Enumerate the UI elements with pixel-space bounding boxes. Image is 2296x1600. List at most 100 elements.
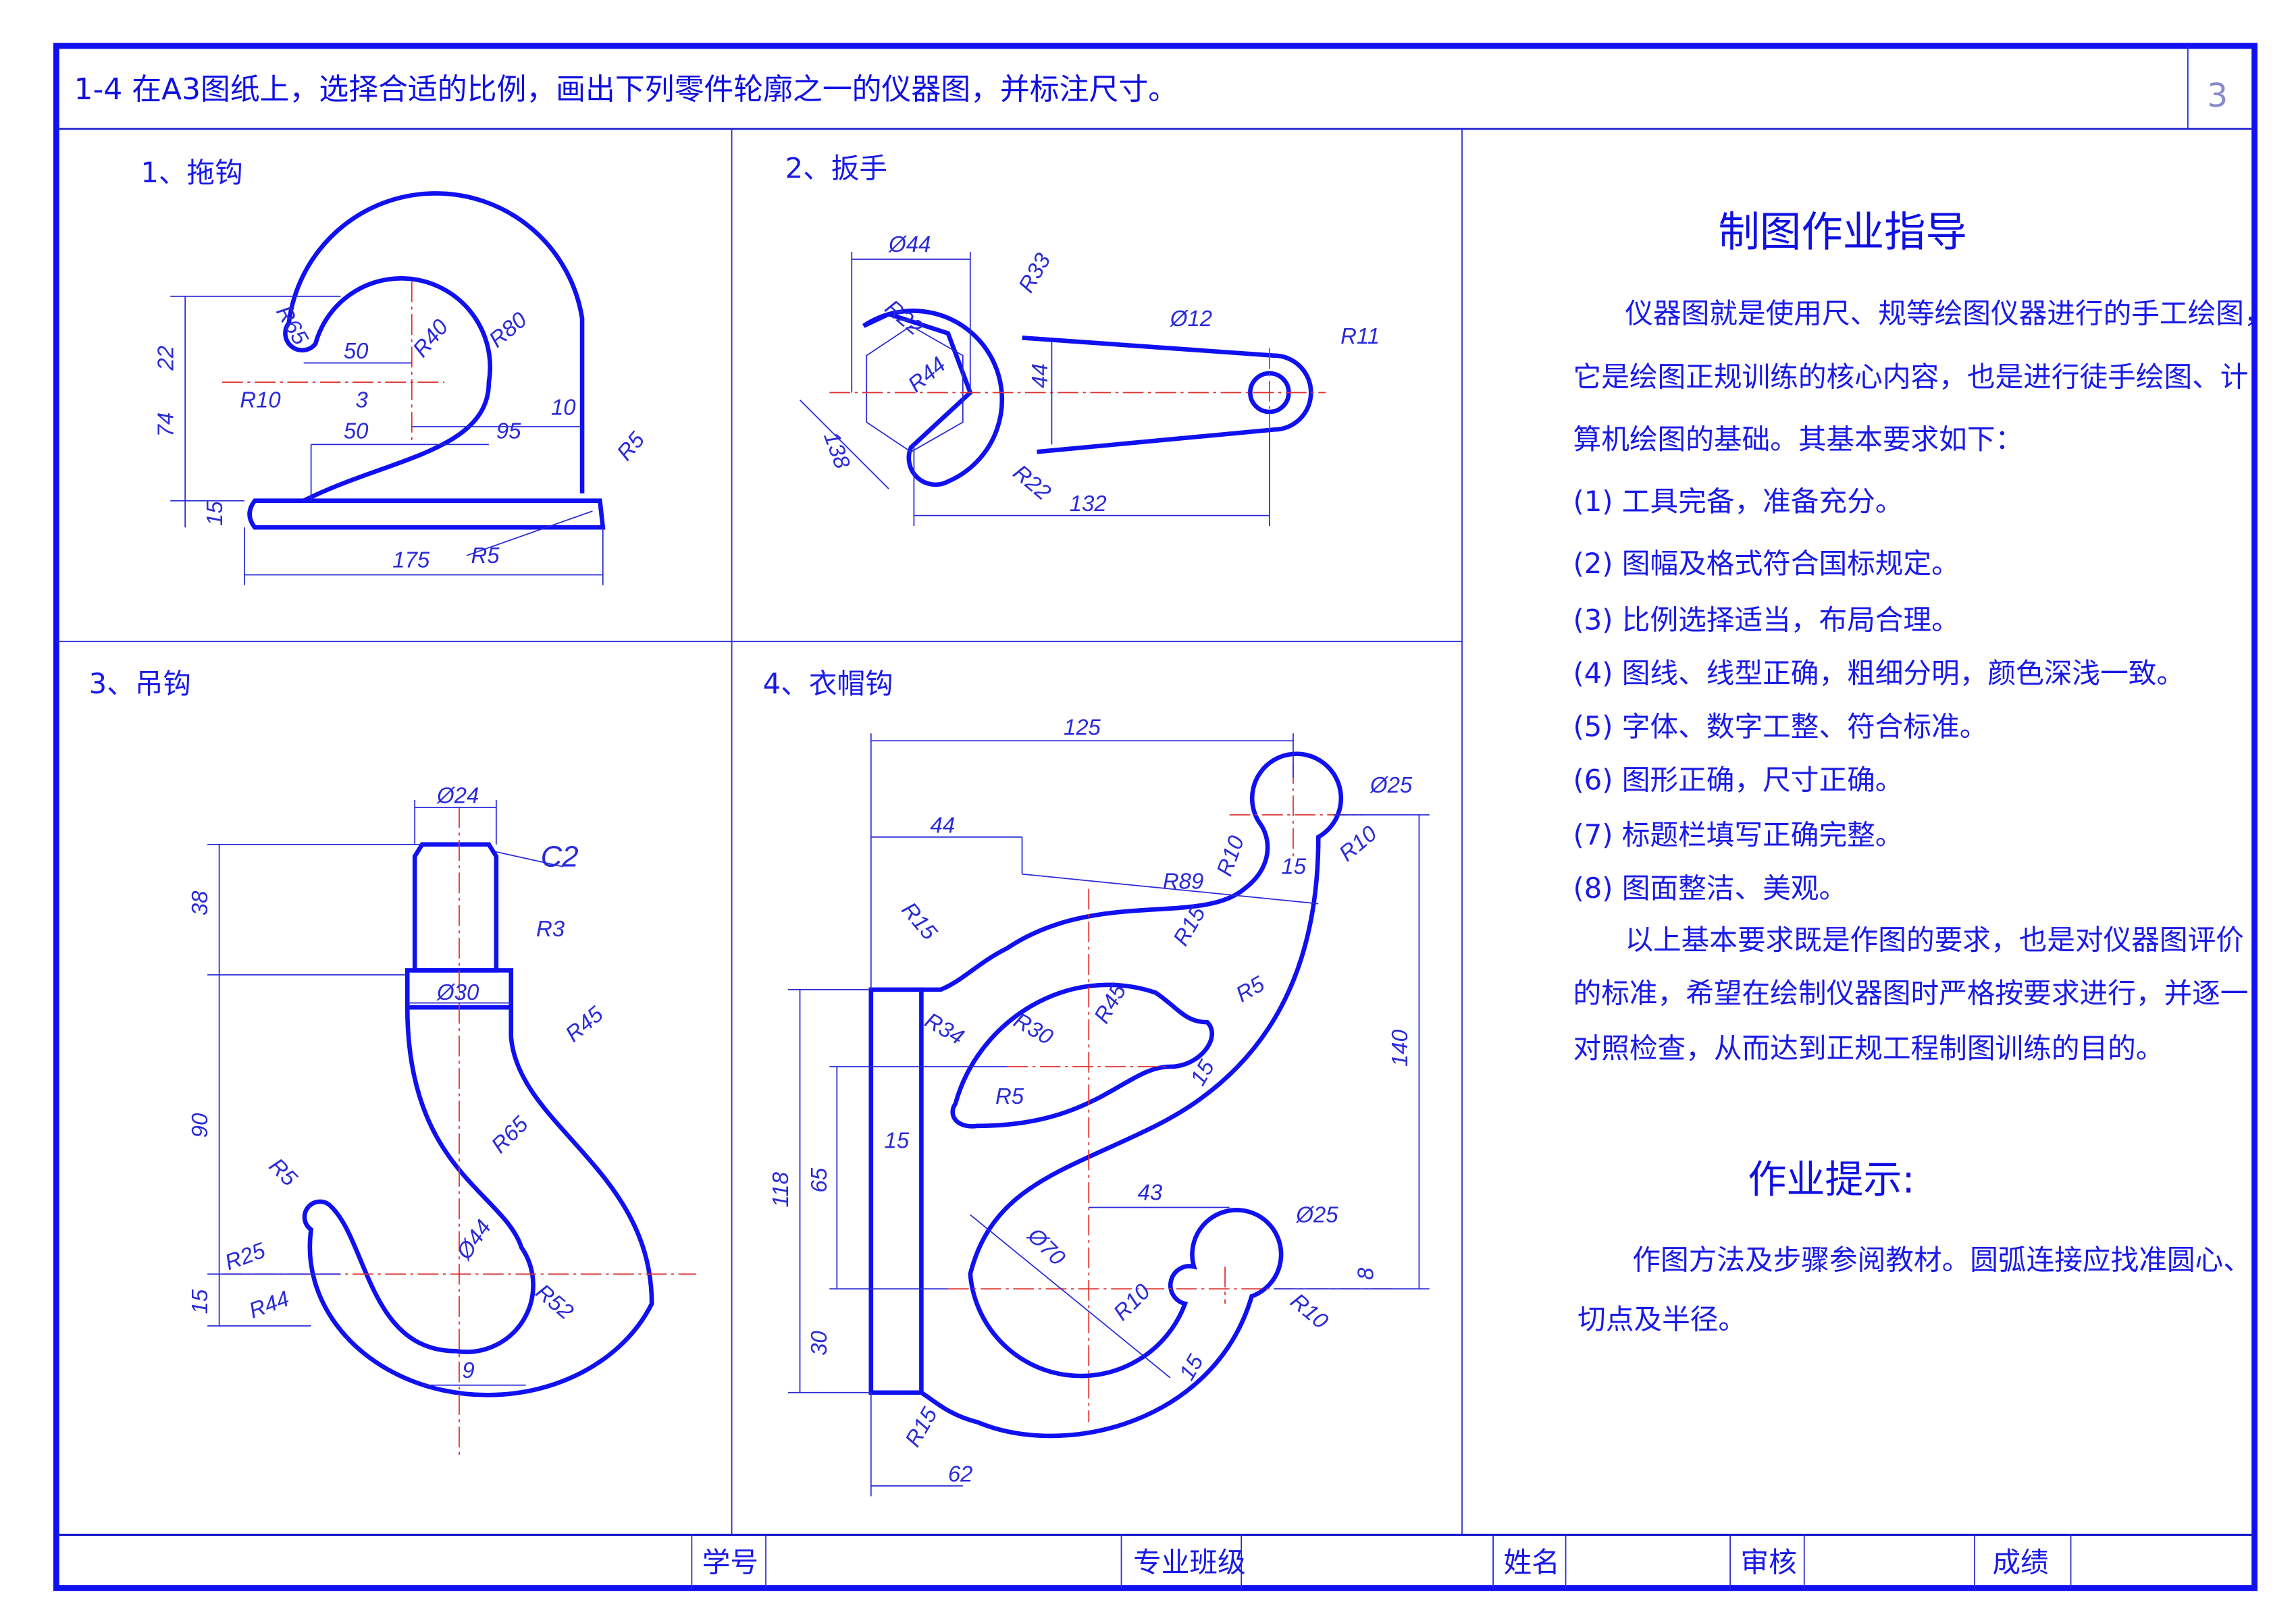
dimension-label: 15 xyxy=(187,1289,212,1314)
title-block-dividers xyxy=(691,1535,2072,1589)
tips-title: 作业提示: xyxy=(1748,1158,1914,1202)
dimension-label: R34 xyxy=(920,1007,968,1049)
dimension-label: R65 xyxy=(486,1111,533,1158)
dimension-label: 118 xyxy=(768,1171,793,1207)
dimension-label: R40 xyxy=(408,314,454,362)
dimension-label: 38 xyxy=(187,890,212,915)
dimension-label: 10 xyxy=(551,394,576,419)
guide-item: (1) 工具完备，准备充分。 xyxy=(1573,485,1904,518)
dimension-label: 对照检查，从而达到正规工程制图训练的目的。 xyxy=(1573,1032,2164,1065)
dimension-label: 以上基本要求既是作图的要求，也是对仪器图评价 xyxy=(1625,924,2244,957)
dimension-label: 62 xyxy=(948,1461,973,1486)
dimension-label: 65 xyxy=(806,1167,831,1192)
assignment-title: 1-4 在A3图纸上，选择合适的比例，画出下列零件轮廓之一的仪器图，并标注尺寸。 xyxy=(74,72,1178,107)
dimension-label: 它是绘图正规训练的核心内容，也是进行徒手绘图、计 xyxy=(1573,361,2249,394)
dimension-label: 132 xyxy=(1070,491,1107,516)
review-label: 审核 xyxy=(1740,1545,1796,1578)
dimension-label: R25 xyxy=(221,1237,269,1275)
dimension-label: R89 xyxy=(1163,869,1203,894)
guide-item: (6) 图形正确，尺寸正确。 xyxy=(1573,764,1904,797)
dimension-label: 44 xyxy=(931,812,956,837)
dimension-label: Ø30 xyxy=(436,980,479,1005)
dimension-label: Ø25 xyxy=(1295,1202,1338,1227)
dimension-label: R5 xyxy=(471,543,500,568)
dimension-label: 138 xyxy=(819,429,856,473)
dimension-label: R52 xyxy=(531,1279,579,1324)
dimension-label: 3 xyxy=(355,387,367,412)
dimension-label: R33 xyxy=(1013,248,1055,296)
panel-label-wrench: 2、扳手 xyxy=(785,151,888,184)
guide-item: (7) 标题栏填写正确完整。 xyxy=(1573,818,1904,851)
dimension-label: 的标准，希望在绘制仪器图时严格按要求进行，并逐一 xyxy=(1573,977,2249,1010)
dimension-label: 9 xyxy=(462,1358,474,1383)
dimension-label: R15 xyxy=(900,1403,943,1451)
dimension-label: R22 xyxy=(881,294,928,340)
title-block: 学号 专业班级 姓名 审核 成绩 xyxy=(702,1545,2049,1578)
dimension-label: R80 xyxy=(484,306,532,352)
dimension-label: Ø44 xyxy=(888,232,931,257)
dimension-label: R44 xyxy=(903,352,950,397)
dimension-label: 15 xyxy=(202,501,227,526)
dimension-label: 90 xyxy=(187,1113,212,1138)
dimension-label: R45 xyxy=(560,1001,608,1047)
dimension-label: R10 xyxy=(240,387,281,412)
dimension-label: R5 xyxy=(1232,971,1270,1007)
dimension-label: 74 xyxy=(153,412,178,437)
dimension-label: 算机绘图的基础。其基本要求如下： xyxy=(1573,423,2024,456)
dimension-label: 50 xyxy=(344,338,369,363)
dimension-label: R5 xyxy=(612,427,650,465)
coat-hook-drawing: 125 Ø25 44 R10 15 R10 R89 R15 R15 R5 140… xyxy=(768,714,1430,1497)
guide-item: (5) 字体、数字工整、符合标准。 xyxy=(1573,710,1988,743)
dimension-label: R10 xyxy=(1108,1278,1155,1325)
dimension-label: 175 xyxy=(392,547,430,572)
dimension-label: R22 xyxy=(1009,460,1056,505)
guide-item: (3) 比例选择适当，布局合理。 xyxy=(1573,604,1960,637)
wrench-drawing: Ø44 R33 R22 Ø12 R11 R44 44 138 R22 132 xyxy=(799,232,1380,527)
sheet-border xyxy=(53,43,2258,1591)
dimension-label: 50 xyxy=(344,419,369,444)
dimension-label: R11 xyxy=(1340,323,1380,348)
dimension-label: 30 xyxy=(806,1331,831,1356)
dimension-label: 8 xyxy=(1353,1267,1378,1280)
dimension-label: Ø25 xyxy=(1369,772,1413,797)
guide-item: (4) 图线、线型正确，粗细分明，颜色深浅一致。 xyxy=(1573,657,2185,690)
dimension-label: 切点及半径。 xyxy=(1577,1302,1746,1335)
drawing-guide: 制图作业指导 仪器图就是使用尺、规等绘图仪器进行的手工绘图， 它是绘图正规训练的… xyxy=(1573,208,2272,1335)
student-id-label: 学号 xyxy=(702,1545,758,1578)
dimension-label: R5 xyxy=(995,1084,1024,1109)
dimension-label: R10 xyxy=(1334,820,1382,866)
panel-label-lifting-hook: 3、吊钩 xyxy=(89,667,192,700)
guide-item: (8) 图面整洁、美观。 xyxy=(1573,872,1848,905)
dimension-label: 仪器图就是使用尺、规等绘图仪器进行的手工绘图， xyxy=(1625,296,2272,329)
dimension-label: R5 xyxy=(265,1153,303,1191)
dimension-label: 15 xyxy=(885,1128,910,1153)
dimension-label: Ø12 xyxy=(1170,306,1212,331)
dimension-label: 125 xyxy=(1064,714,1101,739)
dimension-label: 140 xyxy=(1387,1029,1412,1067)
dimension-label: 43 xyxy=(1138,1179,1163,1204)
dimension-label: R44 xyxy=(246,1285,292,1323)
class-label: 专业班级 xyxy=(1133,1545,1246,1578)
dimension-label: R15 xyxy=(897,897,943,945)
name-label: 姓名 xyxy=(1503,1545,1559,1578)
dimension-label: 作图方法及步骤参阅教材。圆弧连接应找准圆心、 xyxy=(1632,1244,2251,1277)
grade-label: 成绩 xyxy=(1992,1545,2048,1578)
dimension-label: 22 xyxy=(153,346,178,371)
dimension-label: R10 xyxy=(1286,1288,1334,1334)
dimension-label: 44 xyxy=(1027,363,1052,388)
panel-label-tow-hook: 1、拖钩 xyxy=(140,156,243,189)
dimension-label: R65 xyxy=(271,301,314,349)
panel-label-coat-hook: 4、衣帽钩 xyxy=(763,667,893,700)
dimension-label: 15 xyxy=(1281,854,1306,879)
guide-item: (2) 图幅及格式符合国标规定。 xyxy=(1573,547,1960,580)
dimension-label: 95 xyxy=(496,419,521,444)
tow-hook-drawing: R65 22 50 R40 R80 R10 3 74 50 95 10 R5 1… xyxy=(153,191,650,585)
dimension-label: R10 xyxy=(1211,832,1249,879)
dimension-label: Ø44 xyxy=(451,1215,496,1264)
dimension-label: R3 xyxy=(536,916,565,941)
dimension-label: Ø24 xyxy=(436,782,479,807)
lifting-hook-drawing: Ø24 C2 38 R3 Ø30 R45 90 R65 R5 R25 Ø44 1… xyxy=(187,782,696,1460)
page-number: 3 xyxy=(2207,77,2228,115)
dimension-label: C2 xyxy=(541,841,579,874)
